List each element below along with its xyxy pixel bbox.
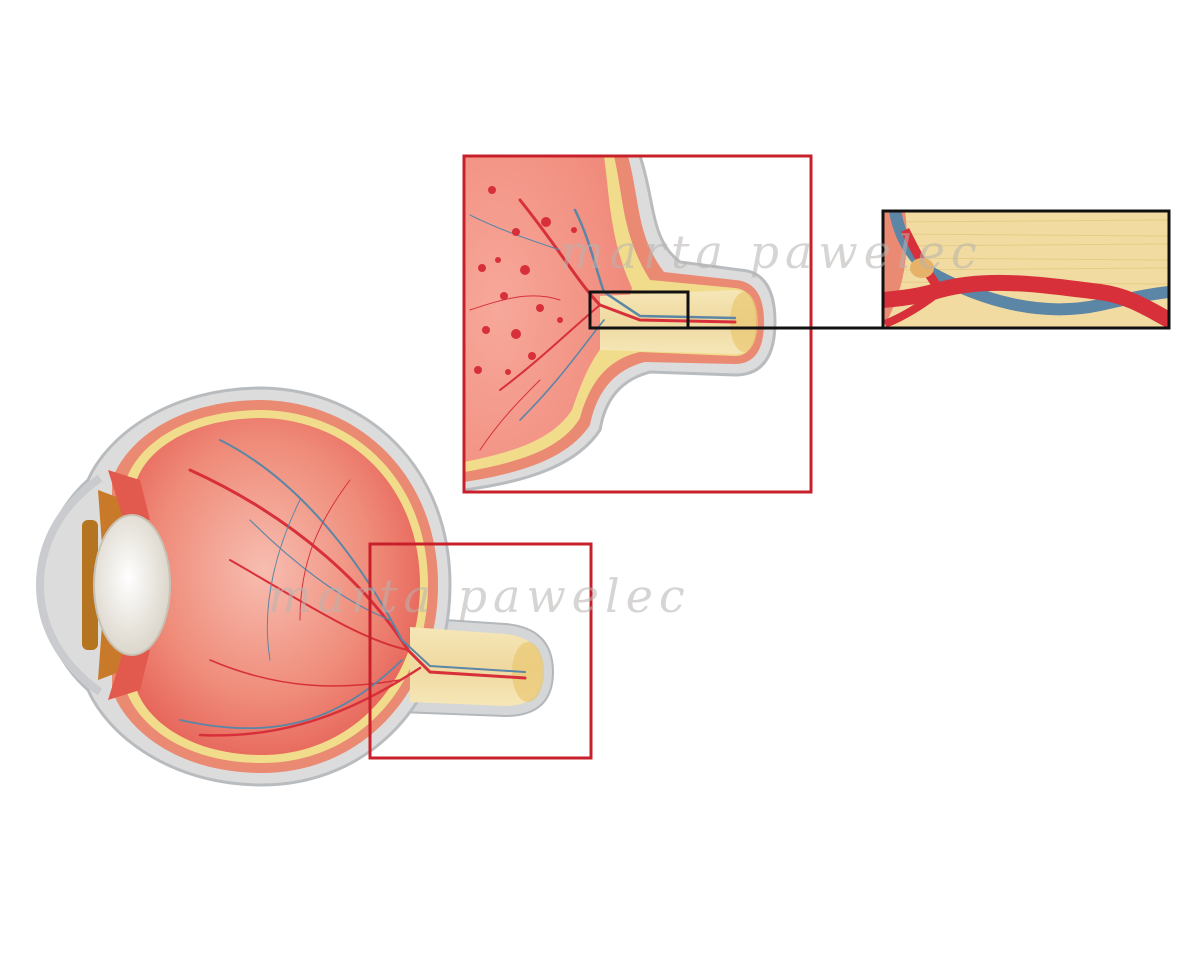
cornea <box>35 474 103 696</box>
callout-box-vessel-closeup <box>881 209 1171 330</box>
callout-box-detail <box>462 154 813 494</box>
vitreous-body <box>136 418 420 755</box>
optic-nerve <box>410 627 542 706</box>
callout-box-optic-disc <box>368 542 593 760</box>
iris-band <box>82 520 98 650</box>
optic-nerve-end <box>512 642 544 702</box>
watermark-lower: marta pawelec <box>268 569 691 623</box>
vessel-closeup-icon <box>881 209 1171 330</box>
detail-optic-nerve-end <box>730 292 758 352</box>
retinal-vessels <box>179 439 527 737</box>
retina-detail-icon <box>462 154 883 494</box>
eye-cross-section-icon <box>35 386 593 787</box>
callout-box-vessel-marker <box>588 290 690 330</box>
vessel-artery <box>883 274 1169 328</box>
watermark-upper: marta pawelec <box>560 225 983 279</box>
retinal-spots <box>474 186 577 375</box>
lens <box>93 514 171 656</box>
